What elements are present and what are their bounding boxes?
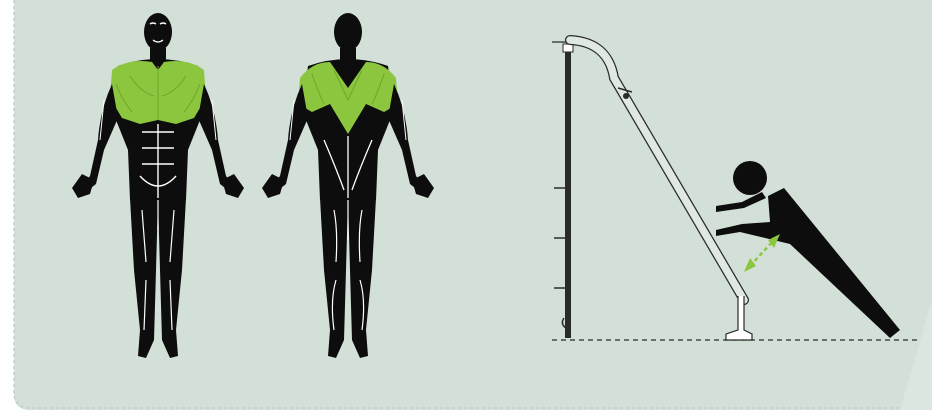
front-head [144,13,172,51]
back-head [334,13,362,51]
